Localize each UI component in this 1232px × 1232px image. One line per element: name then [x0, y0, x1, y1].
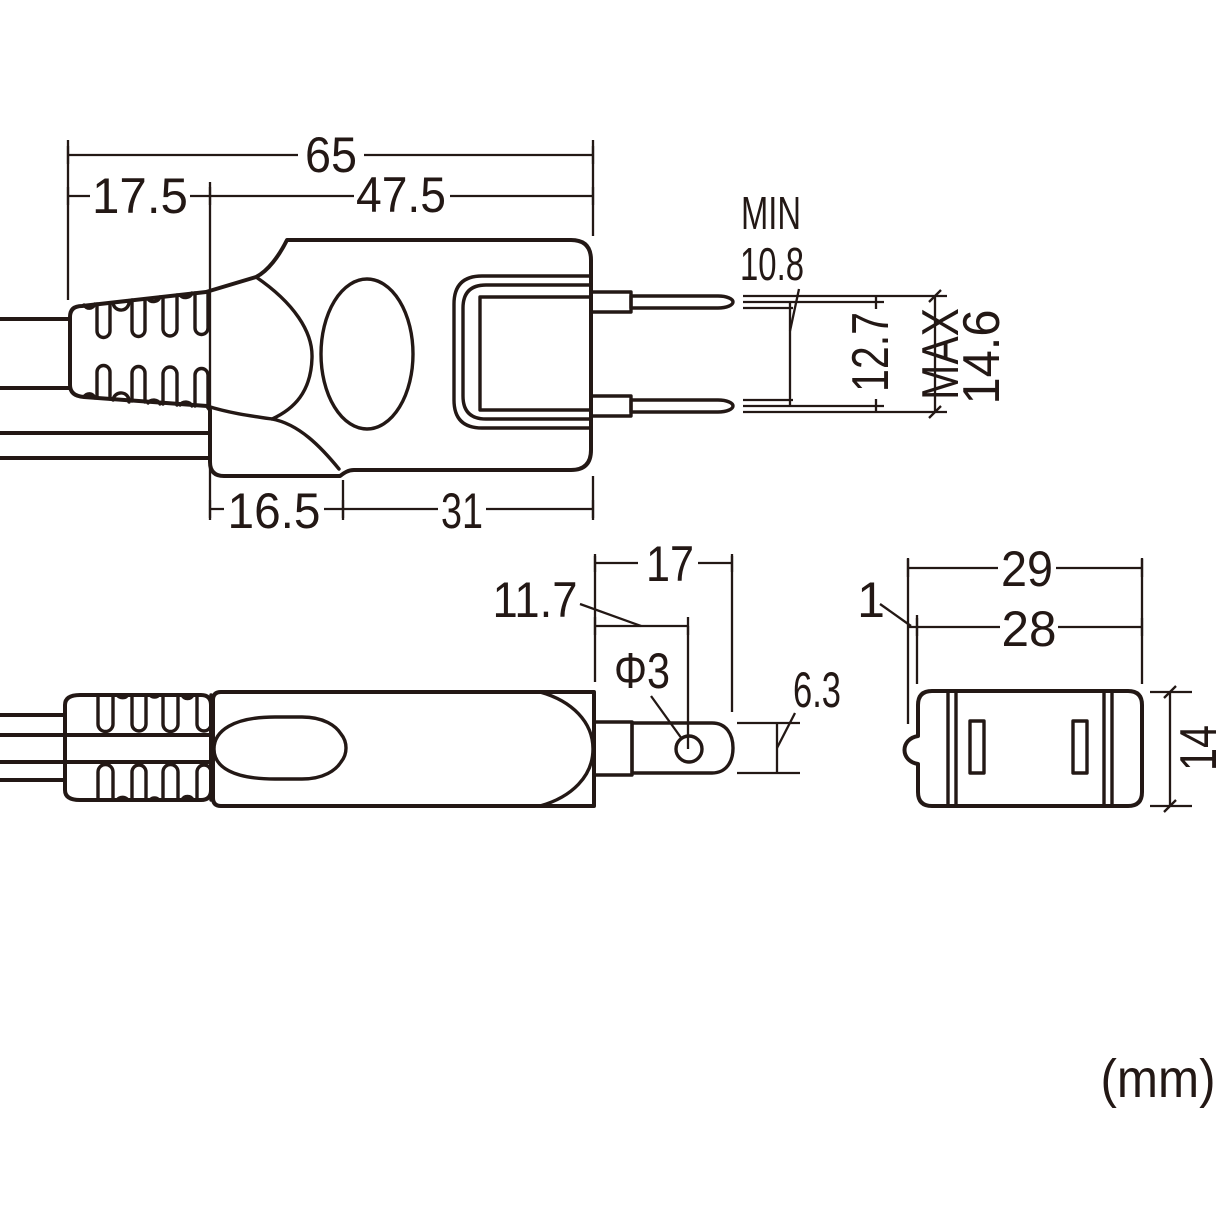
dim-ticks-17: [593, 554, 734, 572]
front-blade-slot-left: [968, 719, 986, 775]
body-lower-shoulder-crease: [205, 404, 341, 471]
dim-overall-width-label: 29: [1001, 541, 1053, 597]
top-view-upper-cable: [0, 317, 72, 390]
side-boot-rib-slots-bottom: [96, 762, 213, 802]
leader-63: [775, 712, 797, 749]
dim-hole-offset-label: 11.7: [493, 572, 578, 628]
top-view-dimensions: 65 17.5 47.5 16.5 31 MIN 10.8 12.7 MAX 1…: [66, 127, 1011, 539]
dim-ticks-14: [1163, 685, 1177, 813]
dim-pin-span-min-value: 10.8: [740, 238, 804, 290]
front-view: 29 28 1 14: [857, 541, 1228, 813]
dim-body-length-label: 47.5: [356, 167, 446, 223]
dim-front-body-label: 31: [441, 483, 483, 539]
side-boot-edge-dips: [115, 693, 195, 802]
dim-blade-length-label: 17: [646, 536, 694, 592]
dim-ticks-29: [906, 559, 1144, 577]
front-blade-slot-right: [1071, 719, 1089, 775]
front-view-body: [902, 689, 1144, 808]
pin-span-min-leader: [788, 288, 801, 332]
side-body-front-cap: [538, 690, 595, 808]
dim-pin-span-max-word: MAX: [912, 308, 970, 400]
dim-ticks-28: [915, 618, 1144, 636]
blade: [630, 721, 735, 775]
side-body-tongue: [212, 715, 348, 781]
side-boot-rib-slots-top: [96, 693, 213, 734]
dim-pin-span-max-value: 14.6: [953, 310, 1011, 405]
pin-span-dim-lines: [788, 296, 937, 412]
leader-1: [879, 603, 912, 627]
front-body-seam-lines: [946, 689, 1114, 808]
blade-width-extension-lines: [737, 721, 800, 775]
boot-rib-slots-bottom: [95, 363, 210, 409]
socket-opening: [478, 295, 593, 412]
leader-hole-diameter: [650, 695, 683, 740]
pin-top: [590, 290, 735, 314]
grip-ellipse: [319, 277, 415, 431]
dim-pin-span-min-word: MIN: [741, 187, 801, 239]
front-view-dimensions: 29 28 1 14: [857, 541, 1228, 813]
socket-frame-outer: [452, 274, 593, 430]
boot-edge-dips-bottom: [82, 391, 194, 408]
side-view-dimensions: 17 11.7 Φ3 6.3: [493, 536, 841, 775]
body-waist-crease: [254, 275, 314, 421]
pin-bottom: [590, 394, 735, 418]
dim-overall-length-label: 65: [305, 127, 357, 183]
dim-body-width-label: 28: [1002, 601, 1057, 657]
blade-base-block: [592, 720, 634, 777]
dim-pin-span-nominal: 12.7: [842, 312, 900, 392]
pin-span-ticks: [874, 289, 942, 419]
side-view-boot: [63, 693, 213, 802]
side-view-cables: [0, 713, 215, 782]
side-view: 17 11.7 Φ3 6.3: [0, 536, 841, 808]
boot-edge-dips-top: [82, 291, 194, 312]
leader-117: [579, 602, 642, 628]
unit-label: (mm): [1101, 1049, 1216, 1109]
dim-ticks-top: [66, 146, 595, 518]
plug-body-outline-top: [68, 238, 593, 478]
dim-rear-body-label: 16.5: [228, 483, 321, 539]
dim-body-height-label: 14: [1170, 725, 1228, 771]
boot-rib-slots-top: [95, 290, 210, 340]
top-view-lower-cable: [0, 431, 211, 460]
dim-boot-length-label: 17.5: [92, 168, 188, 224]
socket-frame-inner: [461, 283, 593, 421]
dim-hole-diameter-label: Φ3: [614, 643, 670, 699]
dim-tongue-protrusion-label: 1: [857, 572, 885, 628]
dim-blade-width-label: 6.3: [793, 662, 841, 718]
side-view-body: [211, 690, 596, 808]
top-view: 65 17.5 47.5 16.5 31 MIN 10.8 12.7 MAX 1…: [0, 127, 1011, 539]
pin-span-extension-lines: [743, 294, 947, 414]
